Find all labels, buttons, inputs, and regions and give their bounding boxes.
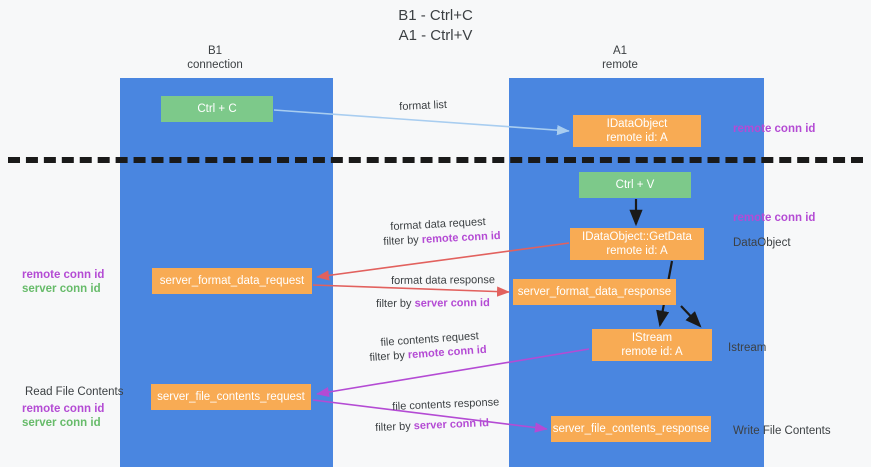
node-idataobject-line-1: IDataObject xyxy=(606,118,668,130)
edge-label-file-contents-response-text: file contents response xyxy=(392,396,500,413)
lane-header-b1-subtitle: connection xyxy=(187,59,243,71)
annotation-legend-bottom: remote conn id server conn id xyxy=(22,402,104,430)
node-ctrl-v[interactable]: Ctrl + V xyxy=(579,172,691,198)
annotation-legend-remote-conn-id: remote conn id xyxy=(22,269,105,281)
edge-label-format-data-response-filter: filter by server conn id xyxy=(376,296,490,311)
edge-label-filter-prefix: filter by xyxy=(376,297,415,310)
edge-label-filter-remote-conn-id: remote conn id xyxy=(407,343,487,362)
edge-label-filter-prefix: filter by xyxy=(369,349,409,364)
edge-label-filter-remote-conn-id: remote conn id xyxy=(421,229,501,246)
lane-header-b1-name: B1 xyxy=(207,45,223,57)
node-getdata-line-2: remote id: A xyxy=(606,245,668,257)
edge-label-file-contents-response-filter: filter by server conn id xyxy=(375,416,489,435)
lane-header-b1: B1 connection xyxy=(135,44,295,72)
edge-label-filter-prefix: filter by xyxy=(375,420,415,434)
node-idataobject-line-2: remote id: A xyxy=(606,132,668,144)
annotation-read-file-contents: Read File Contents xyxy=(25,386,124,398)
edge-label-file-contents-response: file contents response xyxy=(392,395,500,414)
node-server-file-contents-response[interactable]: server_file_contents_response xyxy=(551,416,711,442)
edge-label-filter-server-conn-id: server conn id xyxy=(414,297,490,310)
node-server-format-data-request[interactable]: server_format_data_request xyxy=(152,268,312,294)
edge-label-format-data-response-text: format data response xyxy=(391,274,496,287)
page-title-line-1: B1 - Ctrl+C xyxy=(398,7,473,24)
annotation-remote-conn-id-top: remote conn id xyxy=(733,123,816,135)
annotation-legend-server-conn-id: server conn id xyxy=(22,283,101,295)
annotation-dataobject: DataObject xyxy=(733,237,791,249)
lane-header-a1: A1 remote xyxy=(540,44,700,72)
annotation-write-file-contents: Write File Contents xyxy=(733,425,831,437)
node-server-format-data-request-label: server_format_data_request xyxy=(159,275,305,287)
node-idataobject[interactable]: IDataObject remote id: A xyxy=(573,115,701,147)
page-title-line-2: A1 - Ctrl+V xyxy=(398,27,473,44)
edge-label-format-list-text: format list xyxy=(399,98,448,113)
lane-header-a1-name: A1 xyxy=(612,45,628,57)
node-istream-line-1: IStream xyxy=(631,332,673,344)
annotation-legend-top: remote conn id server conn id xyxy=(22,268,104,296)
annotation-legend-server-conn-id-2: server conn id xyxy=(22,417,101,429)
edge-label-format-data-response: format data response xyxy=(391,273,495,288)
node-server-format-data-response-label: server_format_data_response xyxy=(517,286,672,298)
node-istream-line-2: remote id: A xyxy=(621,346,683,358)
edge-label-filter-prefix: filter by xyxy=(383,233,423,248)
node-server-format-data-response[interactable]: server_format_data_response xyxy=(513,279,676,305)
node-ctrl-c-label: Ctrl + C xyxy=(197,103,237,115)
node-server-file-contents-response-label: server_file_contents_response xyxy=(552,423,710,435)
node-idataobject-getdata[interactable]: IDataObject::GetData remote id: A xyxy=(570,228,704,260)
node-server-file-contents-request[interactable]: server_file_contents_request xyxy=(151,384,311,410)
node-getdata-line-1: IDataObject::GetData xyxy=(582,231,692,243)
phase-divider xyxy=(8,157,863,163)
edge-label-format-list: format list xyxy=(399,98,447,114)
node-ctrl-c[interactable]: Ctrl + C xyxy=(161,96,273,122)
node-ctrl-v-label: Ctrl + V xyxy=(615,179,655,191)
node-server-file-contents-request-label: server_file_contents_request xyxy=(157,391,305,403)
page-title: B1 - Ctrl+C A1 - Ctrl+V xyxy=(0,6,871,46)
node-istream[interactable]: IStream remote id: A xyxy=(592,329,712,361)
annotation-remote-conn-id-mid: remote conn id xyxy=(733,212,816,224)
annotation-istream: Istream xyxy=(728,342,767,354)
annotation-legend-remote-conn-id-2: remote conn id xyxy=(22,403,105,415)
lane-header-a1-subtitle: remote xyxy=(602,59,638,71)
edge-label-filter-server-conn-id: server conn id xyxy=(413,417,490,433)
